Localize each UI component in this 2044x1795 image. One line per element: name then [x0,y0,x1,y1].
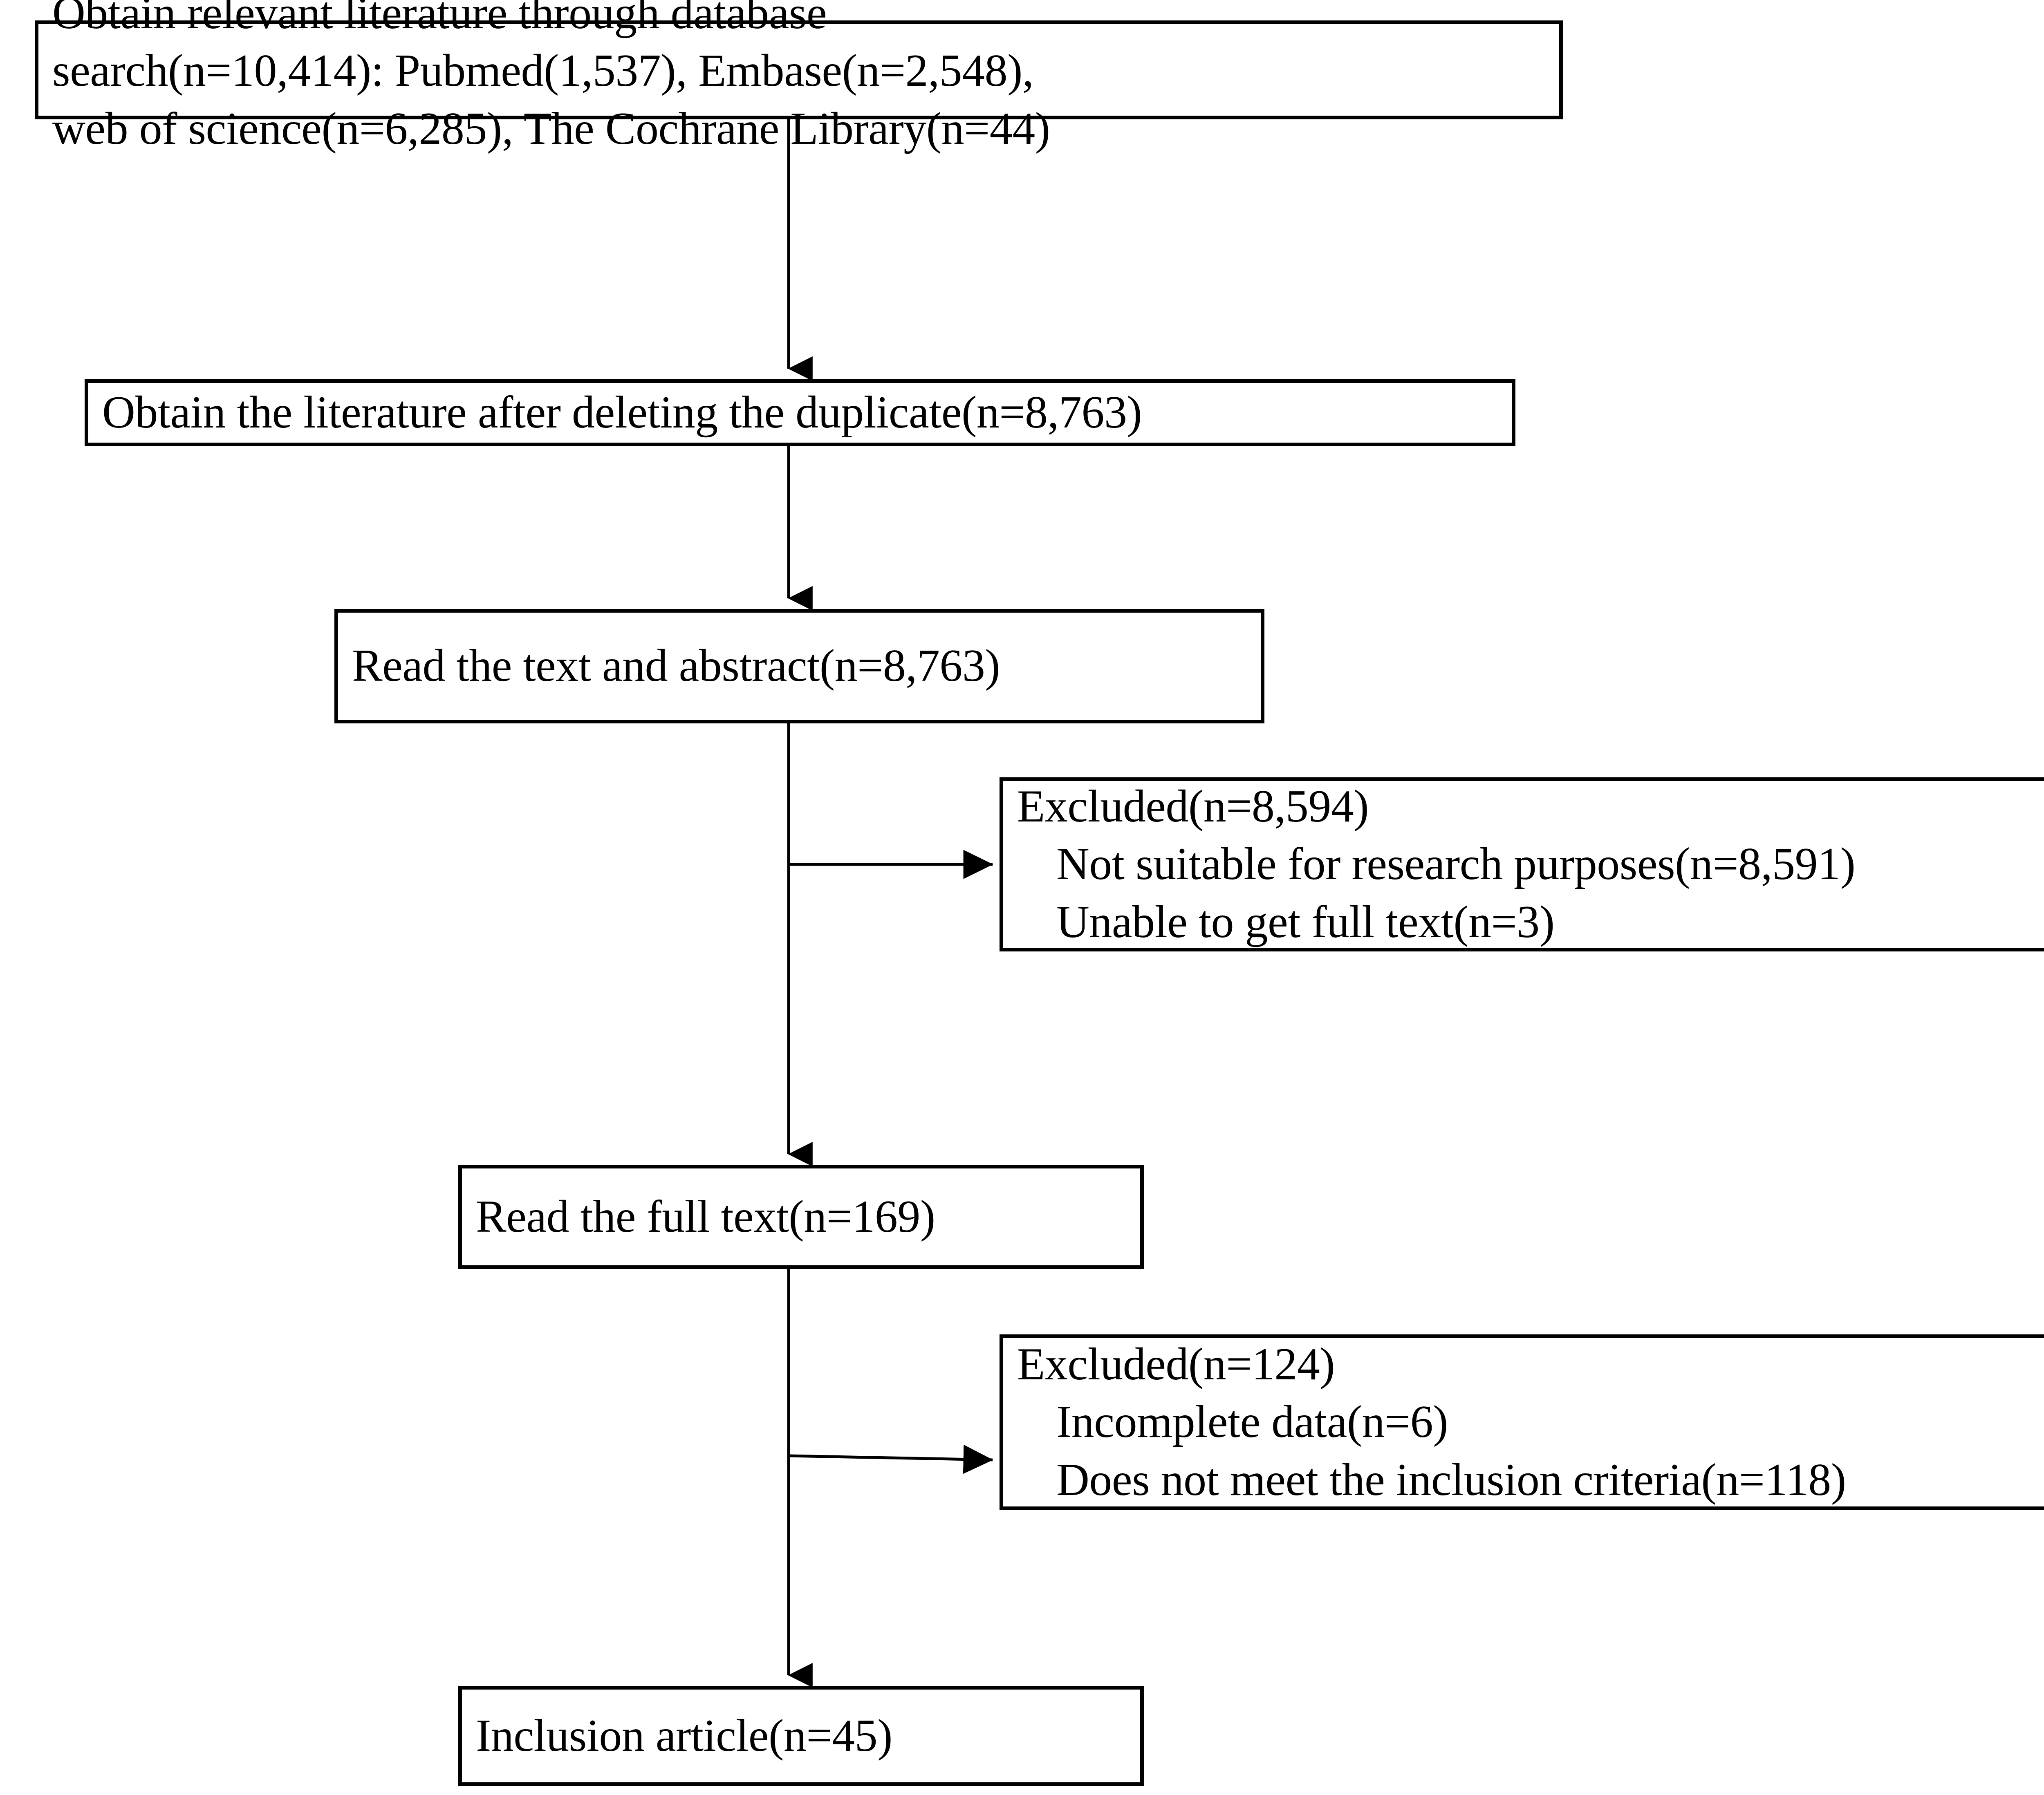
connector-fulltext-to-excluded [788,1444,993,1474]
excluded-eligibility-reason-1: Incomplete data(n=6) [1056,1397,1448,1448]
database-search-line-2: search(n=10,414): Pubmed(1,537), Embase(… [52,45,1034,96]
excluded-screening-reason-1: Not suitable for research purposes(n=8,5… [1056,839,1856,890]
read-fulltext-label: Read the full text(n=169) [476,1191,935,1242]
read-abstract-label: Read the text and abstract(n=8,763) [352,640,1000,692]
box-read-full-text: Read the full text(n=169) [458,1165,1144,1269]
database-search-line-3: web of science(n=6,285), The Cochrane Li… [52,103,1050,154]
box-database-search: Obtain relevant literature through datab… [35,0,1563,154]
inclusion-article-label: Inclusion article(n=45) [476,1710,892,1761]
box-after-duplicates: Obtain the literature after deleting the… [85,379,1515,446]
box-read-text-and-abstract: Read the text and abstract(n=8,763) [334,609,1264,723]
excluded-eligibility-heading: Excluded(n=124) [1017,1339,1335,1390]
excluded-screening-reason-2: Unable to get full text(n=3) [1056,896,1555,947]
box-excluded-screening: Excluded(n=8,594) Not suitable for resea… [1000,777,2044,951]
box-excluded-eligibility: Excluded(n=124) Incomplete data(n=6) Doe… [1000,1334,2044,1510]
excluded-eligibility-reason-2: Does not meet the inclusion criteria(n=1… [1056,1454,1846,1505]
box-inclusion-article: Inclusion article(n=45) [458,1686,1144,1786]
after-duplicates-label: Obtain the literature after deleting the… [102,387,1142,438]
excluded-screening-heading: Excluded(n=8,594) [1017,781,1369,832]
database-search-line-1: Obtain relevant literature through datab… [52,0,827,39]
